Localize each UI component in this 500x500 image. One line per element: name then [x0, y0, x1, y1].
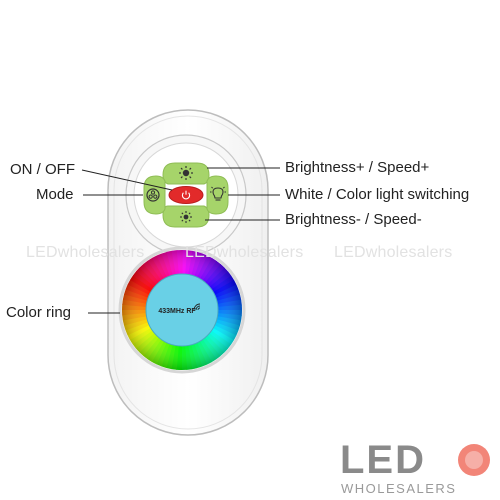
watermark-3: LEDwholesalers: [334, 244, 453, 261]
bulb-icon: [210, 186, 226, 201]
sun-icon: [179, 166, 193, 180]
remote-body-inner-edge: [113, 115, 263, 430]
center-disc: [145, 273, 219, 347]
label-on-off: ON / OFF: [10, 161, 75, 178]
mode-icon: [146, 188, 160, 202]
center-disc-label: 433MHz RF: [158, 308, 196, 315]
power-button[interactable]: [168, 186, 204, 204]
logo-led: LED: [340, 438, 426, 482]
leader-lines: [81, 167, 280, 314]
label-brightness-up: Brightness+ / Speed+: [285, 159, 430, 176]
label-mode: Mode: [36, 186, 74, 203]
color-ring-bezel: [118, 246, 246, 374]
logo-dot: [458, 444, 490, 476]
label-color-ring: Color ring: [6, 304, 72, 321]
watermark-1: LEDwholesalers: [26, 244, 145, 261]
leader-on-off: [81, 169, 173, 191]
label-brightness-down: Brightness- / Speed-: [285, 211, 422, 228]
sun-small-icon: [180, 211, 192, 223]
label-white-color: White / Color light switching: [285, 186, 470, 203]
power-icon: [181, 190, 191, 200]
watermark-2: LEDwholesalers: [185, 244, 304, 261]
wireless-icon: [193, 303, 201, 311]
white-color-button[interactable]: [206, 175, 229, 215]
logo-wholesalers: WHOLESALERS: [341, 481, 457, 496]
